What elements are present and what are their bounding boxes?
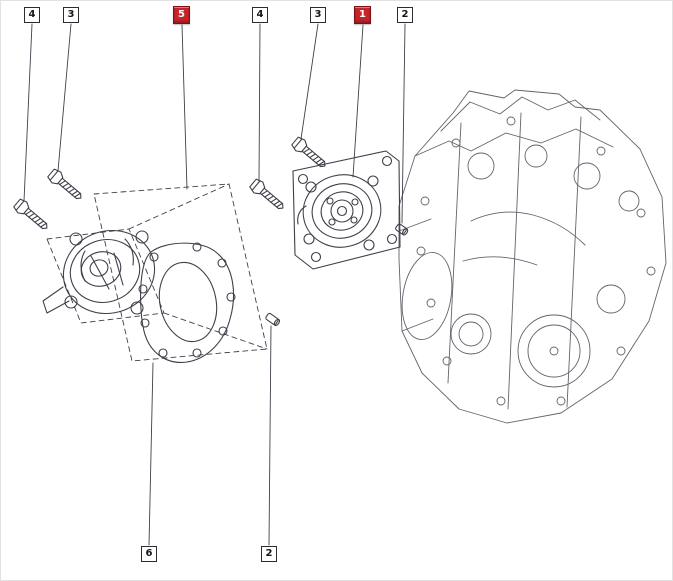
callout-box-3a[interactable]: 3	[63, 7, 79, 23]
callout-box-4b[interactable]: 4	[252, 7, 268, 23]
leader-lines	[23, 23, 406, 546]
callout-label: 2	[401, 9, 409, 20]
dashed-plane-outline	[46, 183, 268, 362]
callout-label: 6	[145, 548, 153, 559]
engine-block-drawing	[398, 89, 667, 424]
callout-box-1-highlighted[interactable]: 1	[354, 6, 371, 24]
callout-box-6[interactable]: 6	[141, 546, 157, 562]
water-pump-left-drawing	[42, 229, 156, 315]
gasket-drawing	[138, 242, 236, 363]
plug-dowel-drawing	[265, 223, 409, 327]
callout-box-2b[interactable]: 2	[261, 546, 277, 562]
callout-label: 4	[256, 9, 264, 20]
callout-label: 2	[265, 548, 273, 559]
callout-box-3b[interactable]: 3	[310, 7, 326, 23]
water-pump-assembled-drawing	[292, 150, 401, 270]
callout-box-4a[interactable]: 4	[24, 7, 40, 23]
callout-label: 3	[314, 9, 322, 20]
callout-label: 1	[359, 9, 366, 20]
callout-box-5-highlighted[interactable]: 5	[173, 6, 190, 24]
callout-label: 4	[28, 9, 36, 20]
callout-label: 5	[178, 9, 185, 20]
callout-box-2a[interactable]: 2	[397, 7, 413, 23]
callout-label: 3	[67, 9, 75, 20]
